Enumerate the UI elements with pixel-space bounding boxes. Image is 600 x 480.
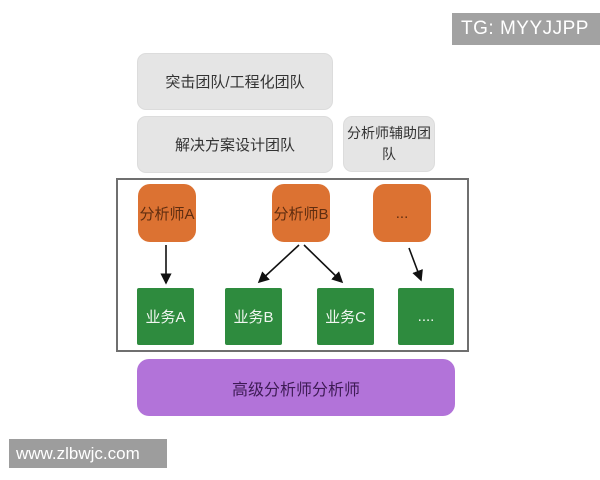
site-watermark: www.zlbwjc.com xyxy=(9,439,167,468)
team-box-label: 突击团队/工程化团队 xyxy=(165,74,305,91)
team-box-assault-engineering: 突击团队/工程化团队 xyxy=(137,53,333,110)
team-box-solution-design: 解决方案设计团队 xyxy=(137,116,333,173)
analyst-node-ellipsis: ... xyxy=(373,184,431,242)
senior-analyst-box: 高级分析师分析师 xyxy=(137,359,455,416)
analyst-node-label: 分析师B xyxy=(273,205,329,223)
business-node-a: 业务A xyxy=(137,288,194,345)
analyst-node-label: ... xyxy=(395,204,409,222)
team-box-label: 解决方案设计团队 xyxy=(174,137,295,154)
analyst-node-a: 分析师A xyxy=(138,184,196,242)
business-node-label: .... xyxy=(417,308,435,325)
business-node-ellipsis: .... xyxy=(398,288,454,345)
analyst-node-b: 分析师B xyxy=(272,184,330,242)
senior-analyst-label: 高级分析师分析师 xyxy=(231,381,360,399)
business-node-b: 业务B xyxy=(225,288,282,345)
business-node-label: 业务C xyxy=(325,309,366,326)
business-node-label: 业务A xyxy=(145,309,186,326)
team-box-label: 分析师辅助团队 xyxy=(347,125,431,162)
team-box-analyst-support: 分析师辅助团队 xyxy=(343,116,435,172)
business-node-label: 业务B xyxy=(233,309,274,326)
tg-watermark-badge: TG: MYYJJPP xyxy=(452,13,600,45)
business-node-c: 业务C xyxy=(317,288,374,345)
analyst-node-label: 分析师A xyxy=(139,205,195,223)
